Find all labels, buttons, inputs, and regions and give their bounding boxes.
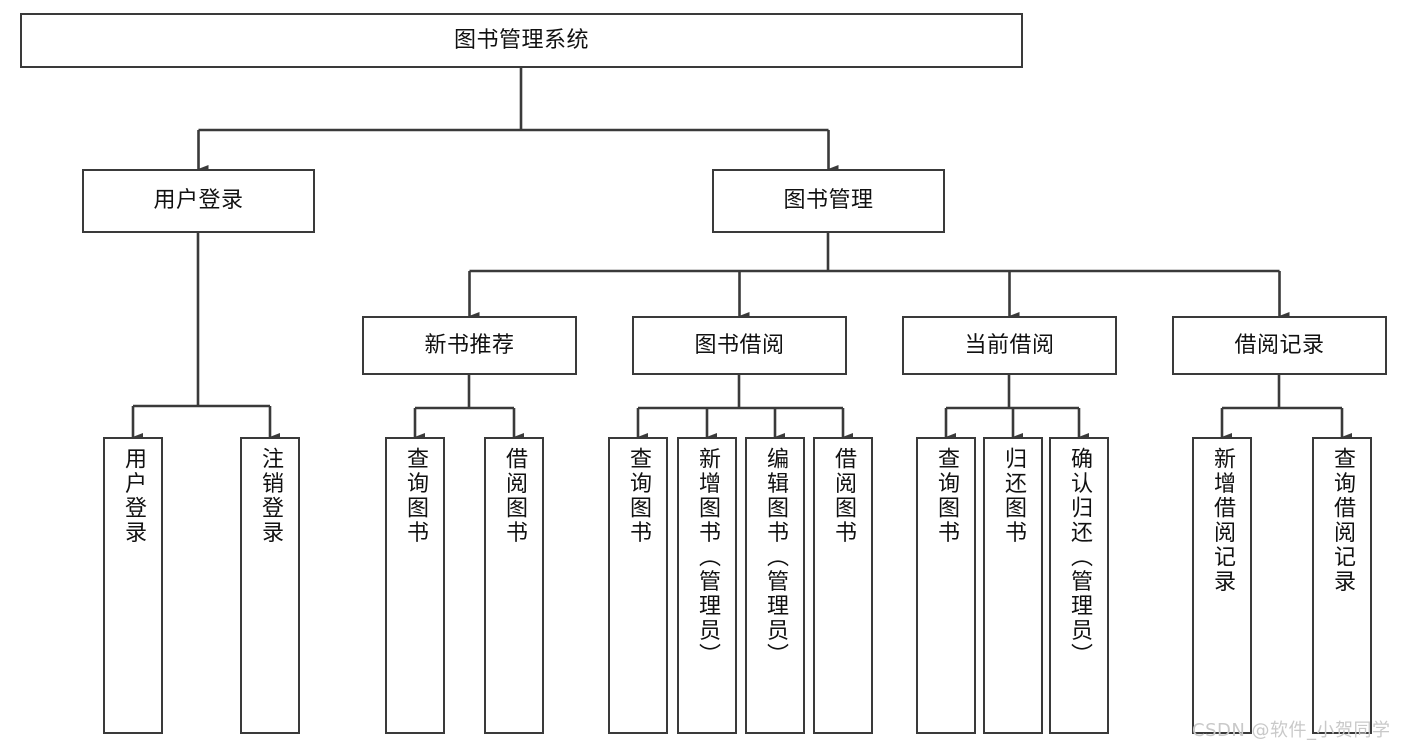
node-label-leaf-query-rec: 查询借阅记录 [1329, 447, 1355, 594]
node-leaf-edit-book[interactable]: 编辑图书（管理员） [745, 437, 805, 734]
node-label-leaf-login: 用户登录 [120, 447, 146, 545]
node-leaf-return[interactable]: 归还图书 [983, 437, 1043, 734]
node-label-new-book-rec: 新书推荐 [424, 332, 515, 358]
node-label-leaf-logout: 注销登录 [257, 447, 283, 545]
node-label-book-borrow: 图书借阅 [694, 332, 785, 358]
csdn-watermark: CSDN @软件_小贺同学 [1192, 720, 1391, 741]
node-label-leaf-query-2: 查询图书 [625, 447, 651, 545]
node-leaf-borrow-2[interactable]: 借阅图书 [813, 437, 873, 734]
node-label-book-manage: 图书管理 [783, 188, 874, 214]
node-leaf-confirm[interactable]: 确认归还（管理员） [1049, 437, 1109, 734]
node-book-manage[interactable]: 图书管理 [712, 169, 945, 233]
node-label-leaf-return: 归还图书 [1000, 447, 1026, 545]
node-user-login[interactable]: 用户登录 [82, 169, 315, 233]
node-leaf-add-rec[interactable]: 新增借阅记录 [1192, 437, 1252, 734]
node-borrow-record[interactable]: 借阅记录 [1172, 316, 1387, 375]
node-leaf-query-2[interactable]: 查询图书 [608, 437, 668, 734]
node-leaf-login[interactable]: 用户登录 [103, 437, 163, 734]
node-leaf-borrow-1[interactable]: 借阅图书 [484, 437, 544, 734]
node-leaf-query-3[interactable]: 查询图书 [916, 437, 976, 734]
node-label-leaf-add-rec: 新增借阅记录 [1209, 447, 1235, 594]
node-current-borrow[interactable]: 当前借阅 [902, 316, 1117, 375]
node-label-leaf-query-1: 查询图书 [402, 447, 428, 545]
node-root[interactable]: 图书管理系统 [20, 13, 1023, 68]
node-book-borrow[interactable]: 图书借阅 [632, 316, 847, 375]
node-leaf-query-1[interactable]: 查询图书 [385, 437, 445, 734]
node-leaf-add-book[interactable]: 新增图书（管理员） [677, 437, 737, 734]
node-leaf-query-rec[interactable]: 查询借阅记录 [1312, 437, 1372, 734]
node-label-leaf-edit-book: 编辑图书（管理员） [762, 447, 788, 668]
node-label-borrow-record: 借阅记录 [1234, 332, 1325, 358]
node-label-leaf-borrow-2: 借阅图书 [830, 447, 856, 545]
node-leaf-logout[interactable]: 注销登录 [240, 437, 300, 734]
node-label-leaf-query-3: 查询图书 [933, 447, 959, 545]
node-label-user-login: 用户登录 [153, 188, 244, 214]
node-label-leaf-confirm: 确认归还（管理员） [1066, 447, 1092, 668]
node-label-leaf-add-book: 新增图书（管理员） [694, 447, 720, 668]
node-label-current-borrow: 当前借阅 [964, 332, 1055, 358]
node-label-root: 图书管理系统 [453, 27, 589, 53]
node-label-leaf-borrow-1: 借阅图书 [501, 447, 527, 545]
node-new-book-rec[interactable]: 新书推荐 [362, 316, 577, 375]
